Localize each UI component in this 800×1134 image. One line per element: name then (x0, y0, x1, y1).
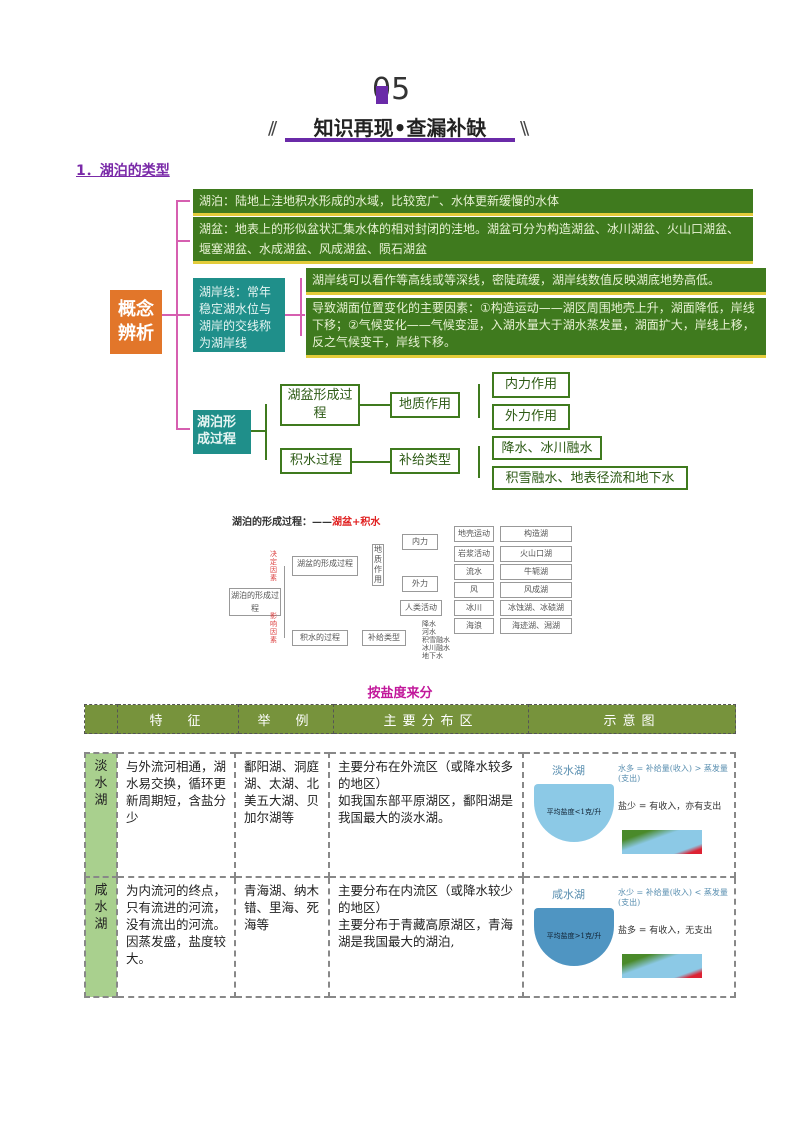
diagram-lake-type: 构造湖 (500, 526, 572, 542)
diagram-supply: 补给类型 (362, 630, 406, 646)
supply-item: 河水 (422, 628, 436, 636)
formation-node: 湖泊形成过程 (193, 410, 251, 454)
feature-cell: 与外流河相通，湖水易交换，循环更新周期短，含盐分少 (116, 752, 236, 878)
shoreline-note-2: 导致湖面位置变化的主要因素：①构造运动——湖区周围地壳上升，湖面降低，岸线下移；… (306, 298, 766, 358)
header-cell: 特 征 (117, 704, 239, 734)
supply-item: 地下水 (422, 652, 443, 660)
diagram-cell: 淡水湖 平均盐度<1克/升 水多 = 补给量(收入) > 蒸发量(支出) 盐少 … (522, 752, 736, 878)
header-cell: 举 例 (238, 704, 334, 734)
distribution-cell: 主要分布在内流区（或降水较少的地区） 主要分布于青藏高原湖区，青海湖是我国最大的… (328, 876, 524, 998)
diagram-lake-type: 牛轭湖 (500, 564, 572, 580)
diagram-side-label-2: 影响因素 (270, 612, 277, 644)
salinity-table: 淡水湖 与外流河相通，湖水易交换，循环更新周期短，含盐分少 鄱阳湖、洞庭湖、太湖… (84, 752, 736, 998)
diagram-title-highlight: 湖盆+积水 (332, 517, 381, 528)
lake-bowl-icon: 平均盐度<1克/升 (534, 784, 614, 842)
connector (352, 461, 390, 463)
diagram-supplies: 降水 河水 积雪融水 冰川融水 地下水 (422, 620, 450, 660)
diagram-inner: 内力 (402, 534, 438, 550)
supply-type-node: 补给类型 (390, 448, 460, 474)
lake-schematic-icon (622, 954, 702, 978)
shoreline-node: 湖岸线：常年稳定湖水位与湖岸的交线称为湖岸线 (193, 278, 285, 352)
concept-node: 概念辨析 (110, 290, 162, 354)
connector (265, 404, 267, 460)
section-title: 1．湖泊的类型 (76, 163, 170, 179)
table-row: 咸水湖 为内流河的终点，只有流进的河流，没有流出的河流。因蒸发盛，盐度较大。 青… (84, 876, 736, 998)
diagram-basin: 湖盆的形成过程 (292, 556, 358, 576)
supply-item: 积雪融水 (422, 636, 450, 644)
diagram-cause: 流水 (454, 564, 494, 580)
diagram-cause: 岩浆活动 (454, 546, 494, 562)
diagram-root: 湖泊的形成过程 (229, 588, 281, 616)
examples-cell: 青海湖、纳木错、里海、死海等 (234, 876, 330, 998)
pic-salinity: 平均盐度>1克/升 (546, 932, 602, 940)
connector (176, 428, 190, 430)
supply-item: 降水 (422, 620, 436, 628)
outer-force-node: 外力作用 (492, 404, 570, 430)
header-blank (84, 704, 118, 734)
connector (150, 314, 190, 316)
basin-process-node: 湖盆形成过程 (280, 384, 360, 426)
pic-title: 淡水湖 (552, 764, 585, 777)
diagram-cause: 海浪 (454, 618, 494, 634)
inner-force-node: 内力作用 (492, 372, 570, 398)
diagram-side-label-1: 决定因素 (270, 550, 277, 582)
supply-node-2: 积雪融水、地表径流和地下水 (492, 466, 688, 490)
table-caption: 按盐度来分 (367, 686, 433, 701)
row-label: 淡水湖 (84, 752, 118, 878)
row-label: 咸水湖 (84, 876, 118, 998)
diagram-cause: 冰川 (454, 600, 494, 616)
shoreline-note-1: 湖岸线可以看作等高线或等深线，密陡疏缓，湖岸线数值反映湖底地势高低。 (306, 268, 766, 295)
diagram-cause: 地壳运动 (454, 526, 494, 542)
connector (285, 314, 305, 316)
header-cell: 示意图 (528, 704, 736, 734)
pic-salinity: 平均盐度<1克/升 (546, 808, 602, 816)
distribution-cell: 主要分布在外流区（或降水较多的地区） 如我国东部平原湖区，鄱阳湖是我国最大的淡水… (328, 752, 524, 878)
diagram-title-text: 湖泊的形成过程：—— (232, 517, 332, 528)
lake-schematic-icon (622, 830, 702, 854)
connector (284, 566, 285, 638)
water-process-node: 积水过程 (280, 448, 352, 474)
connector (478, 446, 480, 478)
feature-cell: 为内流河的终点，只有流进的河流，没有流出的河流。因蒸发盛，盐度较大。 (116, 876, 236, 998)
diagram-lake-type: 冰蚀湖、冰碛湖 (500, 600, 572, 616)
slash-decoration: // (268, 118, 277, 139)
connector (360, 404, 390, 406)
diagram-geo: 地质作用 (372, 544, 384, 586)
diagram-human: 人类活动 (400, 600, 442, 616)
diagram-lake-type: 风成湖 (500, 582, 572, 598)
header-cell: 主要分布区 (333, 704, 529, 734)
diagram-outer: 外力 (402, 576, 438, 592)
slash-decoration: \\ (520, 118, 529, 139)
connector (300, 278, 302, 336)
diagram-title: 湖泊的形成过程：——湖盆+积水 (232, 513, 380, 528)
pic-eq1: 水多 = 补给量(收入) > 蒸发量(支出) (618, 764, 728, 783)
connector (251, 430, 265, 432)
pic-title: 咸水湖 (552, 888, 585, 901)
connector (176, 240, 190, 242)
connector (176, 200, 190, 202)
supply-item: 冰川融水 (422, 644, 450, 652)
examples-cell: 鄱阳湖、洞庭湖、太湖、北美五大湖、贝加尔湖等 (234, 752, 330, 878)
connector (478, 384, 480, 418)
pic-eq2: 盐多 = 有收入，无支出 (618, 926, 713, 936)
diagram-cause: 风 (454, 582, 494, 598)
diagram-lake-type: 海迹湖、潟湖 (500, 618, 572, 634)
diagram-cell: 咸水湖 平均盐度>1克/升 水少 = 补给量(收入) < 蒸发量(支出) 盐多 … (522, 876, 736, 998)
diagram-water: 积水的过程 (292, 630, 348, 646)
table-row: 淡水湖 与外流河相通，湖水易交换，循环更新周期短，含盐分少 鄱阳湖、洞庭湖、太湖… (84, 752, 736, 878)
lake-bowl-icon: 平均盐度>1克/升 (534, 908, 614, 966)
geology-node: 地质作用 (390, 392, 460, 418)
page-title: 知识再现•查漏补缺 (285, 112, 515, 142)
lake-definition: 湖泊：陆地上洼地积水形成的水域，比较宽广、水体更新缓慢的水体 (193, 189, 753, 216)
diagram-lake-type: 火山口湖 (500, 546, 572, 562)
supply-node-1: 降水、冰川融水 (492, 436, 602, 460)
number-accent (376, 86, 388, 104)
table-header: 特 征 举 例 主要分布区 示意图 (84, 704, 736, 734)
pic-eq2: 盐少 = 有收入，亦有支出 (618, 802, 722, 812)
basin-definition: 湖盆：地表上的形似盆状汇集水体的相对封闭的洼地。湖盆可分为构造湖盆、冰川湖盆、火… (193, 217, 753, 264)
pic-eq1: 水少 = 补给量(收入) < 蒸发量(支出) (618, 888, 728, 907)
